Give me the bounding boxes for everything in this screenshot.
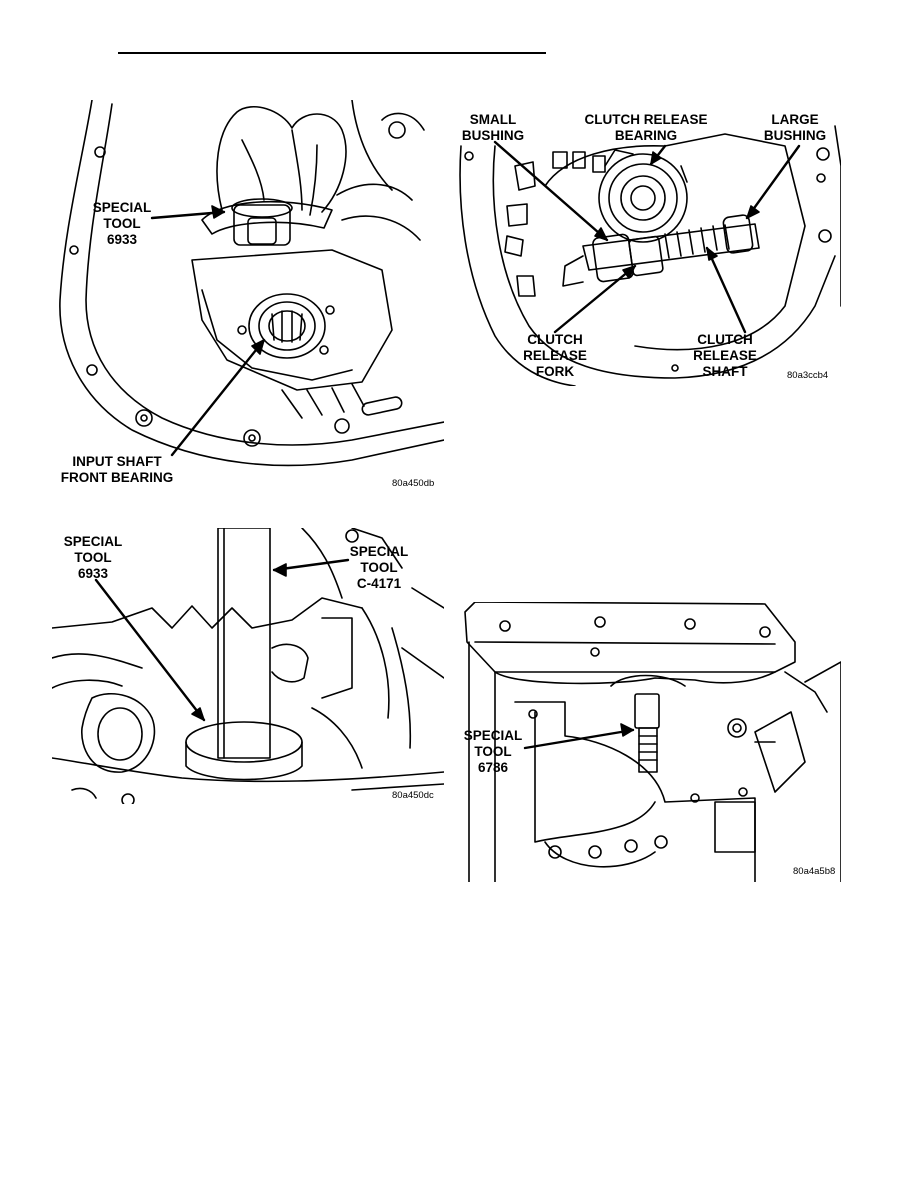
- figure-installer-bearing: SPECIAL TOOL 6933 INPUT SHAFT FRONT BEAR…: [52, 100, 444, 492]
- label-clutch-release-shaft: CLUTCH RELEASE SHAFT: [693, 332, 757, 379]
- figure-clutch-release-illustration: [459, 125, 841, 386]
- label-small-bushing: SMALL BUSHING: [461, 112, 525, 143]
- figure-driver-installer: SPECIAL TOOL 6933 SPECIAL TOOL C-4171 80…: [52, 528, 444, 804]
- figure-installer-bearing-illustration: [59, 100, 444, 467]
- figure-adjuster-tool-illustration: [464, 602, 841, 882]
- label-clutch-release-fork: CLUTCH RELEASE FORK: [523, 332, 587, 379]
- figure-code: 80a3ccb4: [787, 370, 829, 381]
- label-special-tool-6933: SPECIAL TOOL 6933: [63, 534, 123, 581]
- figure-code: 80a4a5b8: [793, 866, 836, 877]
- header-rule: [118, 52, 546, 54]
- figure-clutch-release: SMALL BUSHING CLUTCH RELEASE BEARING LAR…: [455, 106, 841, 386]
- figure-adjuster-tool: SPECIAL TOOL 6786 80a4a5b8: [455, 602, 841, 882]
- label-input-shaft-front-bearing: INPUT SHAFT FRONT BEARING: [60, 454, 174, 485]
- figure-driver-installer-illustration: [52, 528, 444, 804]
- label-special-tool-6786: SPECIAL TOOL 6786: [463, 728, 523, 775]
- label-large-bushing: LARGE BUSHING: [763, 112, 827, 143]
- label-special-tool-c4171: SPECIAL TOOL C-4171: [349, 544, 409, 591]
- figure-code: 80a450db: [392, 478, 435, 489]
- label-clutch-release-bearing: CLUTCH RELEASE BEARING: [584, 112, 708, 143]
- label-special-tool-6933: SPECIAL TOOL 6933: [92, 200, 152, 247]
- figure-code: 80a450dc: [392, 790, 434, 801]
